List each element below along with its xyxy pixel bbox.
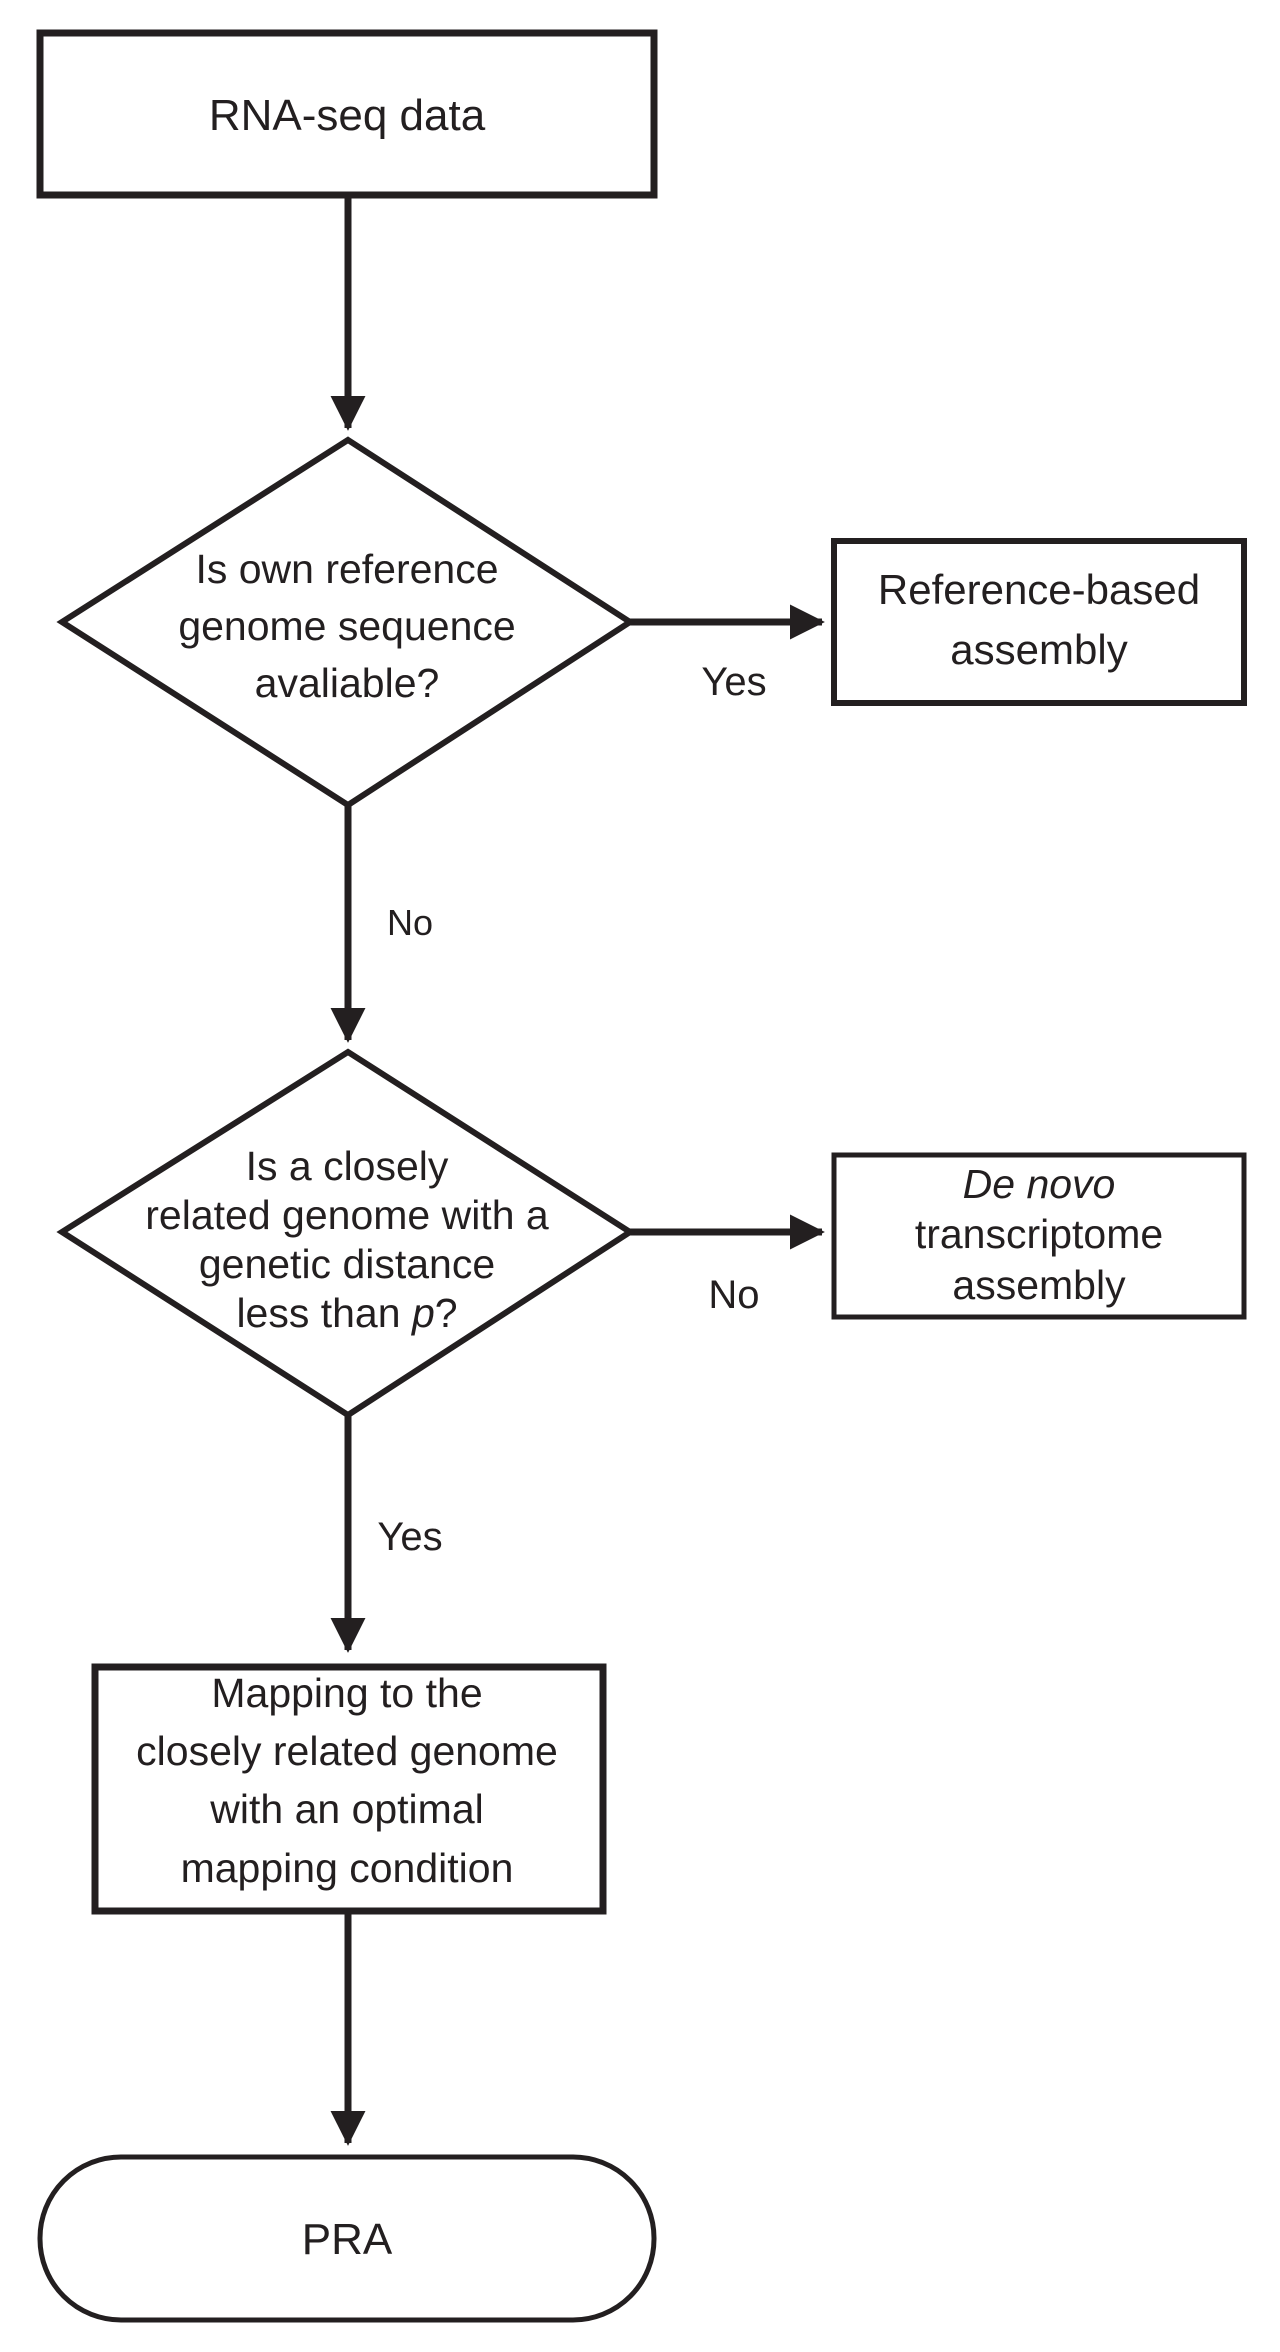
mapping-line3: with an optimal [209, 1786, 483, 1832]
edge-label-yes-related: Yes [377, 1515, 442, 1559]
end-node-label: PRA [302, 2215, 393, 2264]
start-node: RNA-seq data [36, 29, 658, 199]
decision-own-reference-line1: Is own reference [195, 546, 498, 592]
decision-closely-related: Is a closely related genome with a genet… [56, 1048, 636, 1419]
decision-closely-related-line1: Is a closely [246, 1143, 449, 1189]
decision-closely-related-line4: less than p? [236, 1290, 457, 1336]
edge-label-no-related: No [708, 1273, 759, 1317]
decision-own-reference-line2: genome sequence [178, 603, 515, 649]
start-node-label: RNA-seq data [209, 91, 486, 140]
mapping-line4: mapping condition [181, 1845, 514, 1891]
de-novo-line2: transcriptome [915, 1211, 1163, 1257]
de-novo-assembly-node: De novo transcriptome assembly [831, 1152, 1247, 1320]
reference-based-line2: assembly [950, 626, 1127, 673]
reference-based-assembly-node: Reference-based assembly [831, 538, 1247, 706]
decision-closely-related-line2: related genome with a [145, 1192, 549, 1238]
edge-label-yes-reference: Yes [701, 660, 766, 704]
line4-variable-p: p [410, 1290, 435, 1336]
mapping-line1: Mapping to the [211, 1670, 482, 1716]
mapping-node: Mapping to the closely related genome wi… [91, 1663, 607, 1915]
mapping-line2: closely related genome [136, 1728, 558, 1774]
decision-own-reference: Is own reference genome sequence avaliab… [56, 436, 636, 809]
end-node: PRA [37, 2154, 657, 2323]
edge-label-no-reference: No [387, 902, 433, 943]
decision-own-reference-line3: avaliable? [255, 660, 440, 706]
decision-closely-related-line3: genetic distance [199, 1241, 495, 1287]
de-novo-line3: assembly [952, 1262, 1126, 1308]
line4-suffix: ? [435, 1290, 458, 1336]
reference-based-line1: Reference-based [878, 566, 1200, 613]
line4-prefix: less than [236, 1290, 412, 1336]
de-novo-line1: De novo [963, 1161, 1116, 1207]
